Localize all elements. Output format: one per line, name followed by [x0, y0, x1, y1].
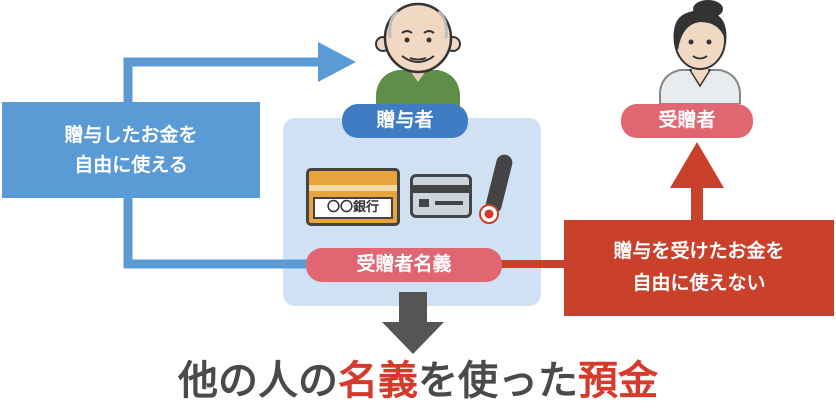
left-note-line-2: 自由に使える — [74, 154, 188, 176]
recipient-label: 受贈者 — [621, 104, 753, 138]
title-part-4: 預金 — [578, 358, 658, 404]
title-part-3: を使った — [418, 358, 578, 404]
donor-person-icon — [375, 2, 461, 106]
account-name-label: 受贈者名義 — [306, 248, 502, 282]
right-note-line-2: 自由に使えない — [632, 272, 766, 294]
right-note-line-1: 贈与を受けたお金を — [613, 240, 785, 262]
right-note-box — [564, 220, 834, 316]
title-part-1: 他の人の — [178, 358, 338, 404]
left-note-box — [2, 102, 260, 198]
donor-label: 贈与者 — [342, 104, 468, 138]
bankbook-bank-name: 〇〇銀行 — [326, 200, 379, 215]
recipient-person-icon — [659, 0, 741, 104]
left-note-line-1: 贈与したお金を — [64, 124, 198, 146]
title-part-2: 名義 — [338, 358, 418, 404]
down-arrow-icon — [382, 292, 444, 354]
bankbook-icon: 〇〇銀行 — [306, 168, 400, 226]
hanko-seal-icon — [479, 154, 513, 224]
page-title: 他の人の名義を使った預金 — [0, 356, 836, 406]
cash-card-icon — [410, 174, 472, 218]
